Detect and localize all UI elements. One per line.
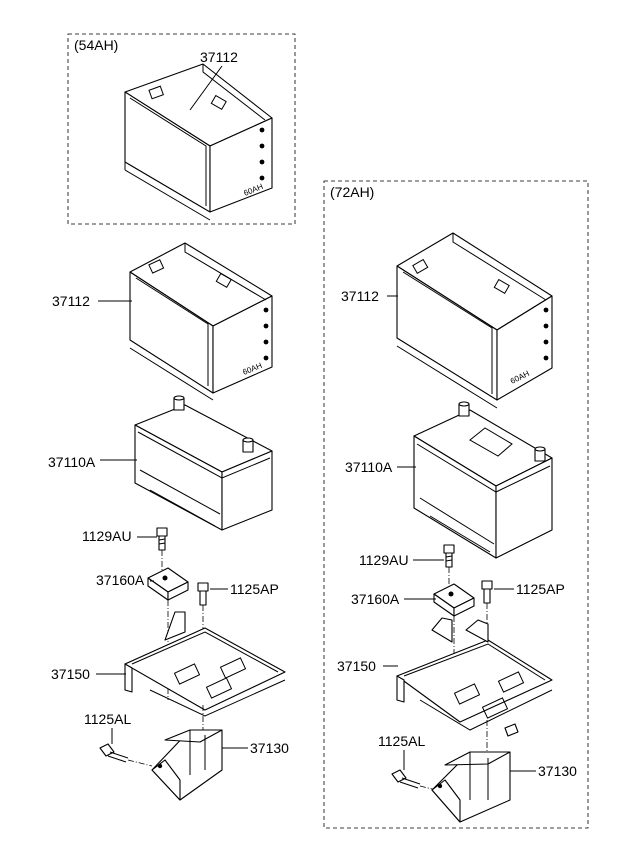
label-r-clamp: 37160A bbox=[351, 591, 400, 607]
label-r-bolt-top: 1129AU bbox=[359, 552, 409, 568]
label-l-battery: 37110A bbox=[48, 454, 96, 470]
label-l-tray-top: 37112 bbox=[200, 49, 238, 65]
bolt-1125al-right bbox=[391, 769, 421, 789]
battery-tray-insulation-54ah bbox=[124, 63, 273, 221]
group-frame-54ah bbox=[67, 33, 296, 225]
hold-down-clamp-right bbox=[433, 583, 475, 617]
bolt-1125al-left bbox=[99, 743, 129, 763]
support-bracket-left bbox=[151, 729, 223, 801]
label-l-clamp: 37160A bbox=[96, 572, 145, 588]
label-r-base: 37150 bbox=[337, 658, 376, 674]
label-l-bracket: 37130 bbox=[250, 740, 289, 756]
label-r-tray: 37112 bbox=[341, 288, 379, 304]
support-bracket-right bbox=[431, 751, 511, 823]
label-l-tray: 37112 bbox=[52, 293, 90, 309]
bolt-1125ap-left bbox=[197, 582, 209, 606]
battery-72ah bbox=[413, 401, 553, 559]
bolt-1129au-left bbox=[156, 527, 168, 551]
battery-tray-base-left bbox=[124, 611, 286, 717]
label-l-base: 37150 bbox=[51, 666, 90, 682]
battery-tray-base-right bbox=[396, 617, 553, 737]
battery-tray-insulation-72ah bbox=[396, 232, 553, 409]
group-label-72ah: (72AH) bbox=[330, 184, 374, 200]
label-r-bracket: 37130 bbox=[538, 763, 577, 779]
label-r-bolt-bottom: 1125AL bbox=[378, 733, 425, 749]
label-r-bolt-side: 1125AP bbox=[516, 581, 565, 597]
label-l-bolt-bottom: 1125AL bbox=[84, 711, 131, 727]
group-frame-72ah bbox=[323, 180, 589, 829]
bolt-1125ap-right bbox=[481, 580, 493, 604]
bolt-1129au-right bbox=[443, 544, 455, 568]
label-r-battery: 37110A bbox=[345, 459, 393, 475]
battery-tray-insulation bbox=[129, 242, 273, 401]
label-l-bolt-top: 1129AU bbox=[82, 528, 132, 544]
group-label-54ah: (54AH) bbox=[74, 37, 118, 53]
battery-54ah bbox=[134, 395, 273, 531]
hold-down-clamp-left bbox=[147, 567, 189, 601]
label-l-bolt-side: 1125AP bbox=[230, 581, 279, 597]
